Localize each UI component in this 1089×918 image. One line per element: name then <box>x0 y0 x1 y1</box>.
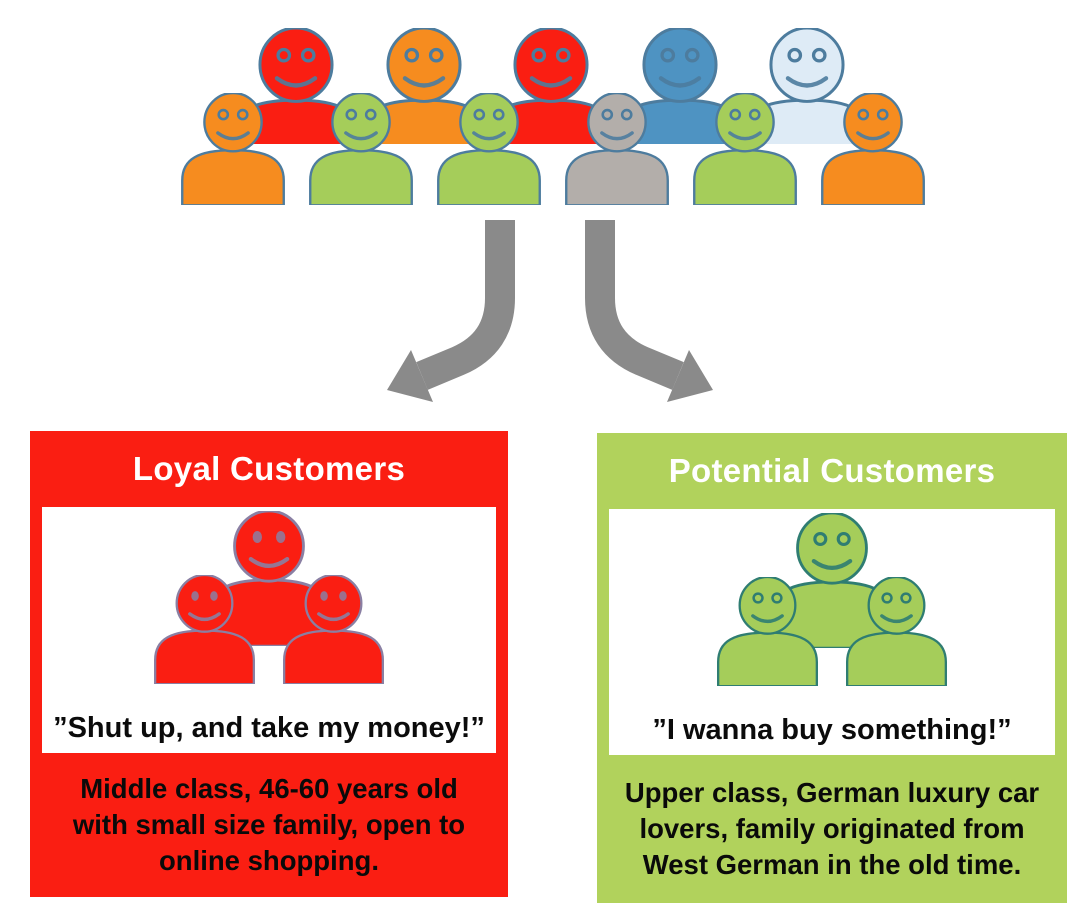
loyal-trio-icon <box>144 511 394 687</box>
person-icon <box>691 93 799 206</box>
potential-trio-icon <box>707 513 957 689</box>
curved-arrow-right-icon <box>585 220 713 402</box>
person-icon <box>693 93 797 206</box>
person-icon <box>435 93 543 206</box>
potential-description: Upper class, German luxury car lovers, f… <box>624 776 1040 881</box>
loyal-description: Middle class, 46-60 years old with small… <box>72 772 466 877</box>
person-icon <box>437 93 541 206</box>
person-icon <box>715 577 820 687</box>
person-icon <box>204 511 334 647</box>
potential-quote: ”I wanna buy something!” <box>652 714 1012 746</box>
person-icon <box>846 577 947 687</box>
loyal-customers-box: Loyal Customers ”Shut up, and take my mo… <box>30 431 508 897</box>
person-icon <box>565 93 669 206</box>
person-icon <box>154 575 255 685</box>
person-icon <box>307 93 415 206</box>
potential-customers-box: Potential Customers ”I wanna buy somethi… <box>597 433 1067 903</box>
person-icon <box>739 28 875 144</box>
person-icon <box>563 93 671 206</box>
person-icon <box>769 513 895 649</box>
loyal-customers-panel: ”Shut up, and take my money!” <box>42 507 496 753</box>
person-icon <box>309 93 413 206</box>
potential-customers-panel: ”I wanna buy something!” <box>609 509 1055 755</box>
potential-customers-title: Potential Customers <box>668 452 996 489</box>
person-icon <box>179 93 287 206</box>
person-icon <box>281 575 386 685</box>
person-icon <box>741 28 873 144</box>
person-icon <box>230 28 362 144</box>
person-icon <box>821 93 925 206</box>
person-icon <box>358 28 490 144</box>
loyal-quote: ”Shut up, and take my money!” <box>53 712 485 744</box>
person-icon <box>181 93 285 206</box>
loyal-customers-title: Loyal Customers <box>132 450 406 487</box>
person-icon <box>819 93 927 206</box>
person-icon <box>152 575 257 685</box>
curved-arrow-left-icon <box>387 220 515 402</box>
person-icon <box>844 577 949 687</box>
person-icon <box>717 577 818 687</box>
person-icon <box>283 575 384 685</box>
person-icon <box>228 28 364 144</box>
customer-crowd <box>0 0 1089 220</box>
person-icon <box>206 511 332 647</box>
person-icon <box>767 513 897 649</box>
person-icon <box>356 28 492 144</box>
